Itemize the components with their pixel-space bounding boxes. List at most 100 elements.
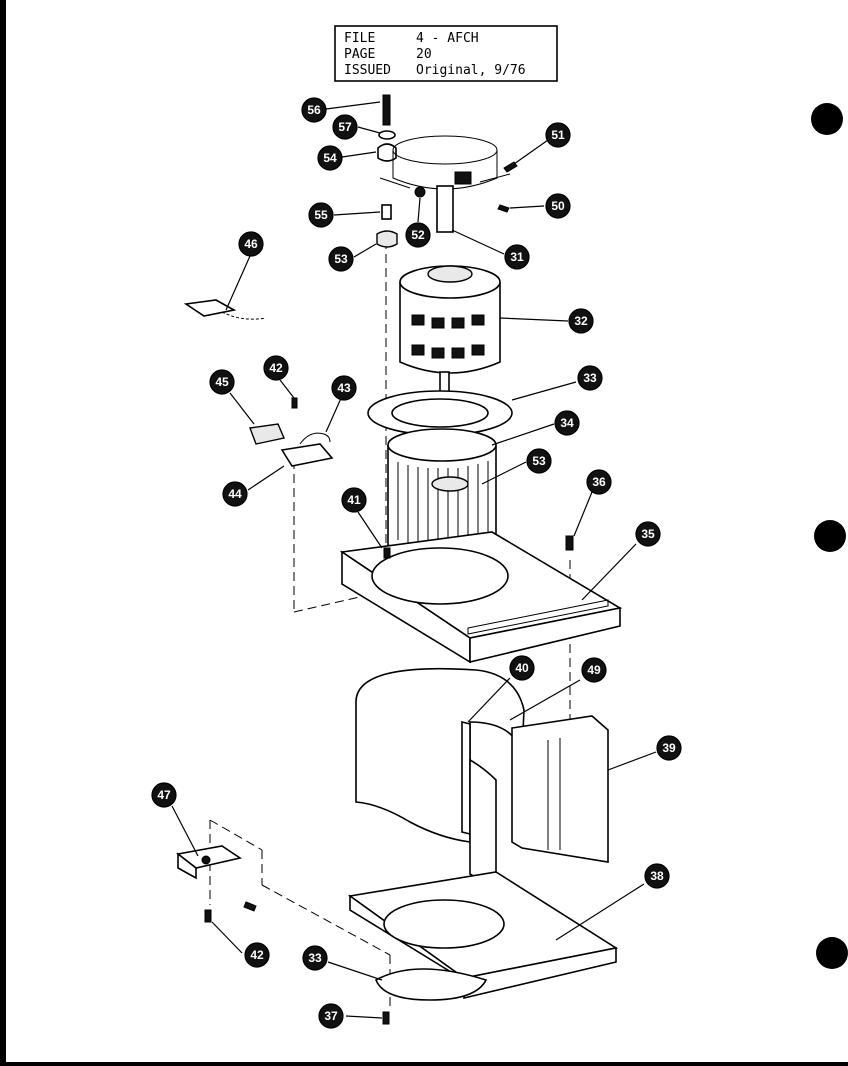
callout-56: 56 (301, 97, 327, 123)
lower-deck-plate (347, 871, 619, 1000)
motor-mount-ring (379, 135, 511, 233)
svg-text:57: 57 (338, 120, 352, 134)
left-scan-edge (0, 0, 6, 1066)
upper-deck-plate (339, 531, 623, 664)
svg-text:56: 56 (307, 103, 321, 117)
svg-text:36: 36 (592, 475, 606, 489)
svg-text:42: 42 (269, 361, 283, 375)
callout-45: 45 (209, 369, 235, 395)
svg-text:54: 54 (323, 151, 337, 165)
screw-37-part (382, 1011, 390, 1025)
callout-51: 51 (545, 122, 571, 148)
callout-53-mid: 53 (526, 448, 552, 474)
callout-46: 46 (238, 231, 264, 257)
bracket-part (176, 845, 242, 880)
nut-part (414, 186, 426, 198)
page-value: 20 (416, 47, 432, 62)
info-box: FILE 4 - AFCH PAGE 20 ISSUED Original, 9… (334, 25, 558, 82)
motor-part (399, 265, 501, 413)
callout-35: 35 (635, 521, 661, 547)
callout-47: 47 (151, 782, 177, 808)
side-panel-part (511, 715, 609, 863)
svg-text:43: 43 (337, 381, 351, 395)
issued-label: ISSUED (344, 63, 391, 78)
screw-36-part (565, 535, 574, 551)
page-label: PAGE (344, 47, 375, 62)
callout-54: 54 (317, 145, 343, 171)
washer-part (378, 130, 396, 140)
inlet-ring-top (367, 390, 513, 436)
file-label: FILE (344, 31, 375, 46)
svg-text:40: 40 (515, 661, 529, 675)
callout-52: 52 (405, 222, 431, 248)
capacitor-part (249, 423, 285, 445)
callout-42-bottom: 42 (244, 942, 270, 968)
svg-text:52: 52 (411, 228, 425, 242)
clip-part (503, 161, 518, 173)
svg-text:33: 33 (308, 951, 322, 965)
binder-hole-top (811, 103, 843, 135)
svg-text:32: 32 (574, 314, 588, 328)
callout-55: 55 (308, 202, 334, 228)
callout-38: 38 (644, 863, 670, 889)
screw-part (497, 204, 510, 213)
binder-hole-middle (814, 520, 846, 552)
callout-32: 32 (568, 308, 594, 334)
chain-bracket-part (183, 299, 267, 320)
svg-text:31: 31 (510, 250, 524, 264)
wire-part (299, 432, 331, 445)
scroll-housing-part (355, 667, 525, 896)
leader-lines (171, 101, 657, 1019)
callout-36: 36 (586, 469, 612, 495)
svg-text:44: 44 (228, 487, 242, 501)
svg-text:33: 33 (583, 371, 597, 385)
svg-text:47: 47 (157, 788, 171, 802)
svg-text:37: 37 (324, 1009, 338, 1023)
svg-text:55: 55 (314, 208, 328, 222)
callout-33-bottom: 33 (302, 945, 328, 971)
screw-42b-part (204, 909, 212, 923)
file-value: 4 - AFCH (416, 31, 479, 46)
callout-31: 31 (504, 244, 530, 270)
binder-hole-bottom (816, 937, 848, 969)
spacer-part (381, 204, 392, 220)
svg-text:45: 45 (215, 375, 229, 389)
callout-37: 37 (318, 1003, 344, 1029)
blower-wheel-part (387, 428, 497, 559)
callout-53-top: 53 (328, 246, 354, 272)
callout-50: 50 (545, 193, 571, 219)
svg-text:38: 38 (650, 869, 664, 883)
callout-43: 43 (331, 375, 357, 401)
svg-text:35: 35 (641, 527, 655, 541)
relay-box-part (280, 443, 334, 467)
screw-42-part (291, 397, 298, 409)
bolt-part (382, 94, 391, 126)
svg-text:51: 51 (551, 128, 565, 142)
callout-40: 40 (509, 655, 535, 681)
bottom-scan-edge (0, 1062, 848, 1066)
callout-33-top: 33 (577, 365, 603, 391)
inlet-ring-bottom (374, 968, 488, 1001)
callout-41: 41 (341, 487, 367, 513)
svg-text:41: 41 (347, 493, 361, 507)
svg-text:39: 39 (662, 741, 676, 755)
callout-49: 49 (581, 657, 607, 683)
svg-text:53: 53 (334, 252, 348, 266)
callout-34: 34 (554, 410, 580, 436)
callout-42-top: 42 (263, 355, 289, 381)
callout-39: 39 (656, 735, 682, 761)
svg-text:50: 50 (551, 199, 565, 213)
callout-44: 44 (222, 481, 248, 507)
bearing-part (377, 143, 397, 162)
svg-text:53: 53 (532, 454, 546, 468)
callout-57: 57 (332, 114, 358, 140)
svg-text:49: 49 (587, 663, 601, 677)
svg-text:34: 34 (560, 416, 574, 430)
svg-text:46: 46 (244, 237, 258, 251)
collar-part (376, 230, 398, 248)
screw-bolt-part (243, 901, 257, 912)
svg-text:42: 42 (250, 948, 264, 962)
issued-value: Original, 9/76 (416, 63, 526, 78)
screw-41-part (383, 547, 391, 559)
